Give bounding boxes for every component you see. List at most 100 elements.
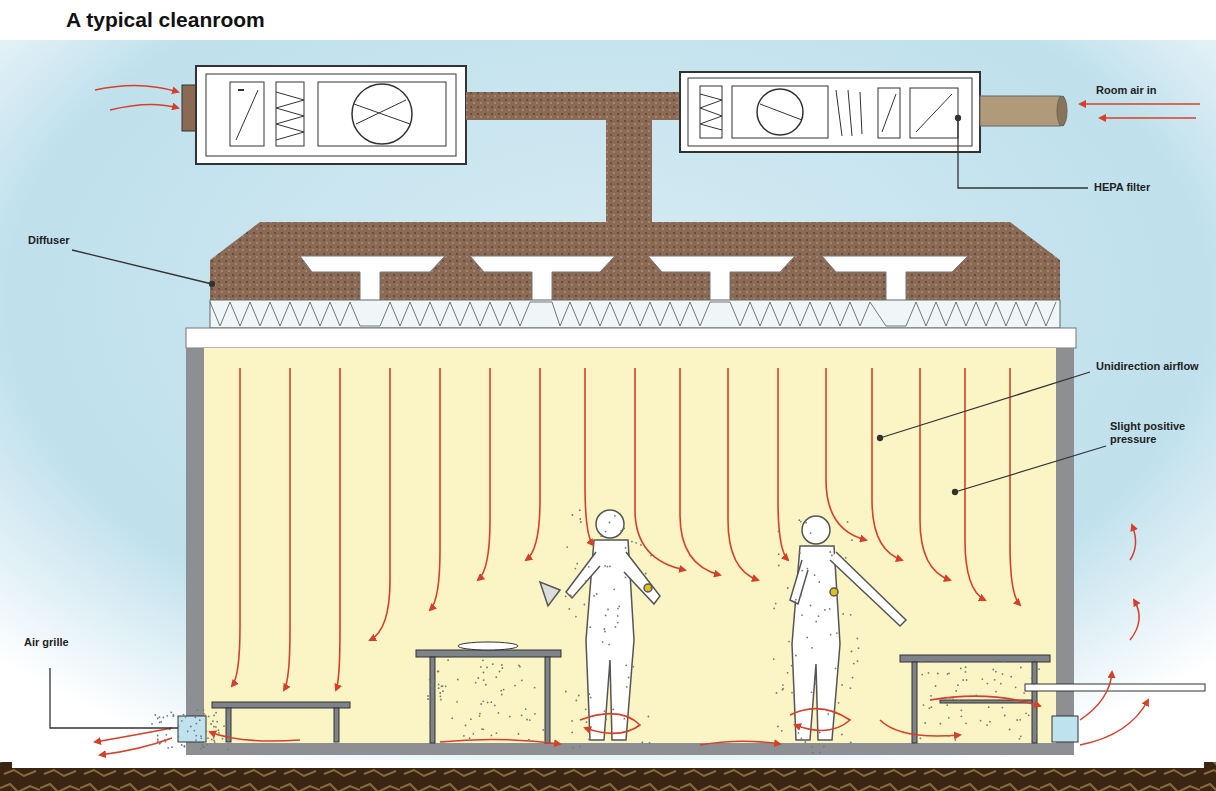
particle [183, 714, 185, 716]
particle [213, 715, 215, 717]
particle [824, 609, 826, 611]
particle [1025, 712, 1027, 714]
particle [215, 726, 217, 728]
particle [952, 698, 954, 700]
particle [842, 613, 844, 615]
particle [987, 683, 989, 685]
particle [438, 684, 440, 686]
particle [937, 673, 939, 675]
particle [787, 587, 789, 589]
particle [588, 693, 590, 695]
particle [184, 745, 186, 747]
particle [578, 695, 580, 697]
particle [957, 733, 959, 735]
particle [930, 695, 932, 697]
particle [604, 710, 606, 712]
operator-figures [540, 510, 906, 740]
particle [187, 731, 189, 733]
particle [429, 684, 431, 686]
particle [618, 606, 620, 608]
callout-label: Diffuser [28, 234, 118, 247]
particle [566, 546, 568, 548]
particle [650, 587, 652, 589]
airflow-arrow [430, 368, 440, 610]
particle [509, 716, 511, 718]
particle [632, 666, 634, 668]
particle [623, 528, 625, 530]
particle [206, 744, 208, 746]
particle [811, 746, 813, 748]
particle [604, 631, 606, 633]
particle [575, 568, 577, 570]
particle [501, 694, 503, 696]
particle [160, 721, 162, 723]
particle [625, 577, 627, 579]
particle [1004, 715, 1006, 717]
particle [213, 726, 215, 728]
particle [166, 715, 168, 717]
particle [641, 742, 643, 744]
particle [602, 641, 604, 643]
particle [203, 713, 205, 715]
callout-label: Slight positive pressure [1110, 420, 1200, 446]
particle [829, 551, 831, 553]
particle [835, 668, 837, 670]
particle [159, 716, 161, 718]
particle [438, 670, 440, 672]
particle [571, 731, 573, 733]
callout-label: HEPA filter [1094, 181, 1204, 194]
particle [966, 679, 968, 681]
particle [1004, 660, 1006, 662]
particle [810, 605, 812, 607]
particle [986, 724, 988, 726]
airflow-arrow [336, 368, 340, 690]
particle [195, 739, 197, 741]
particle [805, 522, 807, 524]
particle [586, 721, 588, 723]
particle [609, 566, 611, 568]
particle [998, 660, 1000, 662]
airflow-arrow [1010, 368, 1020, 605]
airflow-arrow [440, 739, 560, 744]
particle [798, 519, 800, 521]
particle [604, 565, 606, 567]
particle [469, 737, 471, 739]
particle [640, 544, 642, 546]
particle [800, 521, 802, 523]
particle [206, 731, 208, 733]
particle [486, 667, 488, 669]
particle [216, 721, 218, 723]
callout-label: Room air in [1096, 84, 1206, 97]
airflow-arrow [826, 368, 866, 540]
airflow-arrow [635, 368, 685, 570]
particle [483, 679, 485, 681]
particle [812, 752, 814, 754]
particle [609, 522, 611, 524]
particle [613, 588, 615, 590]
particle [845, 557, 847, 559]
particle [528, 739, 530, 741]
particle [995, 671, 997, 673]
particle [503, 689, 505, 691]
particle [929, 707, 931, 709]
particle [588, 739, 590, 741]
particle [624, 718, 626, 720]
particle [585, 580, 587, 582]
particle [827, 713, 829, 715]
particle [968, 699, 970, 701]
particle [782, 688, 784, 690]
particle [483, 672, 485, 674]
particle [499, 671, 501, 673]
particle [1009, 729, 1011, 731]
airflow-arrow [872, 368, 902, 560]
particle [1010, 676, 1012, 678]
particle [210, 723, 212, 725]
particle [157, 740, 159, 742]
particle [788, 641, 790, 643]
particle [841, 734, 843, 736]
particle [1019, 738, 1021, 740]
particle [202, 744, 204, 746]
particle [479, 715, 481, 717]
particle [575, 616, 577, 618]
particle [171, 746, 173, 748]
